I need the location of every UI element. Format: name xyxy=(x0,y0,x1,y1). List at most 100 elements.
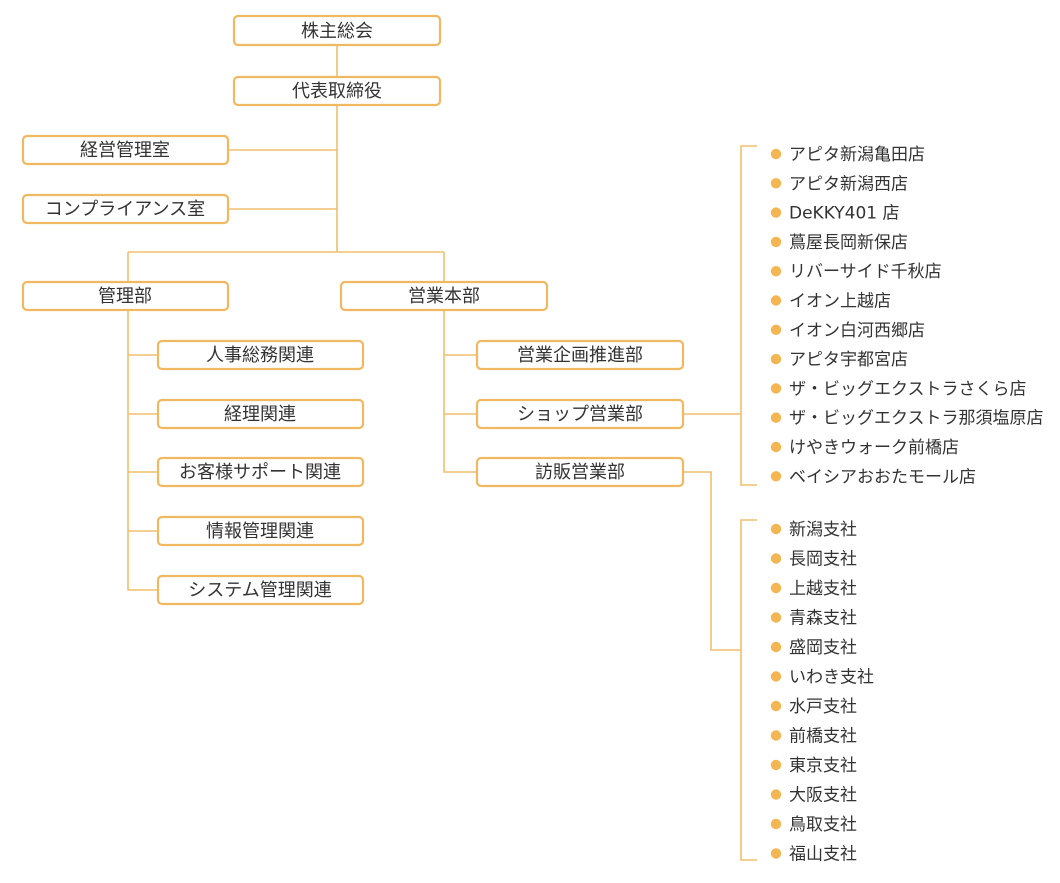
node-compliance-office-label: コンプライアンス室 xyxy=(45,199,205,220)
node-info-management-label: 情報管理関連 xyxy=(206,521,314,542)
shop-list-item: ベイシアおおたモール店 xyxy=(770,467,976,487)
branch-list-item: 新潟支社 xyxy=(770,520,857,540)
node-shop-sales-label: ショップ営業部 xyxy=(517,404,643,425)
bullet-icon xyxy=(770,236,782,248)
node-compliance-office: コンプライアンス室 xyxy=(21,193,230,225)
node-info-management: 情報管理関連 xyxy=(156,515,365,547)
bullet-icon xyxy=(770,671,782,682)
shop-list-item-label: ザ・ビッグエクストラさくら店 xyxy=(789,379,1027,399)
node-door-sales-label: 訪販営業部 xyxy=(535,462,625,483)
connector-admin-subtree xyxy=(127,310,158,591)
branch-list-item: 盛岡支社 xyxy=(770,638,857,658)
branch-list-item-label: 福山支社 xyxy=(789,845,857,865)
node-shareholders: 株主総会 xyxy=(232,14,442,47)
bullet-icon xyxy=(770,612,782,623)
node-sales-planning: 営業企画推進部 xyxy=(475,339,685,371)
bullet-icon xyxy=(770,207,782,218)
bullet-icon xyxy=(770,759,782,771)
bullet-icon xyxy=(770,266,782,277)
branch-list-item: 上越支社 xyxy=(770,579,857,599)
shop-list-item: アピタ新潟西店 xyxy=(770,174,908,194)
shop-list-item: ザ・ビッグエクストラ那須塩原店 xyxy=(770,409,1044,429)
node-hr-general-label: 人事総務関連 xyxy=(206,345,314,366)
bullet-icon xyxy=(770,412,782,423)
node-shop-sales: ショップ営業部 xyxy=(475,398,685,430)
shop-list-item-label: リバーサイド千秋店 xyxy=(789,262,942,282)
branch-list-item: 青森支社 xyxy=(770,609,857,629)
bullet-icon xyxy=(770,148,782,160)
node-sales-hq: 営業本部 xyxy=(339,280,549,312)
bullet-icon xyxy=(770,471,782,482)
shop-list-item: イオン上越店 xyxy=(770,292,891,312)
branch-list-item-label: 青森支社 xyxy=(789,609,857,629)
branch-list-item: 福山支社 xyxy=(770,845,857,865)
bullet-icon xyxy=(770,441,782,453)
bullet-icon xyxy=(770,700,782,712)
branch-list-item: 東京支社 xyxy=(770,756,857,776)
bracket-shop-list xyxy=(740,145,757,486)
shop-list-item: けやきウォーク前橋店 xyxy=(770,438,959,458)
node-customer-support: お客様サポート関連 xyxy=(156,456,365,488)
branch-list-item-label: 上越支社 xyxy=(789,579,857,599)
shop-list-item-label: ベイシアおおたモール店 xyxy=(789,467,976,487)
node-ceo: 代表取締役 xyxy=(232,75,442,107)
bracket-branch-list xyxy=(740,519,757,861)
branch-list-item: 前橋支社 xyxy=(770,727,857,747)
connector-lines xyxy=(127,45,757,861)
branch-list-item: 大阪支社 xyxy=(770,786,857,806)
shop-list-item: DeKKY401 店 xyxy=(770,204,899,224)
branch-list-item-label: 前橋支社 xyxy=(789,727,857,747)
shop-list-item-label: ザ・ビッグエクストラ那須塩原店 xyxy=(789,409,1044,429)
shop-list-item: リバーサイド千秋店 xyxy=(770,262,942,282)
bullet-icon xyxy=(770,582,782,594)
shop-list-item-label: アピタ宇都宮店 xyxy=(789,350,908,370)
bullet-icon xyxy=(770,295,782,306)
shop-list-item: アピタ宇都宮店 xyxy=(770,350,908,370)
node-management-office-label: 経営管理室 xyxy=(80,140,170,161)
shop-list-item-label: 蔦屋長岡新保店 xyxy=(789,233,908,253)
node-admin-dept-label: 管理部 xyxy=(98,286,152,307)
node-ceo-label: 代表取締役 xyxy=(292,81,382,102)
bullet-icon xyxy=(770,848,782,859)
node-customer-support-label: お客様サポート関連 xyxy=(179,462,341,483)
bullet-icon xyxy=(770,553,782,564)
branch-list-item-label: 盛岡支社 xyxy=(789,638,857,658)
node-sales-planning-label: 営業企画推進部 xyxy=(517,345,643,366)
node-sales-hq-label: 営業本部 xyxy=(408,286,480,307)
bullet-icon xyxy=(770,178,782,189)
branch-list-item-label: 大阪支社 xyxy=(789,786,857,806)
bullet-icon xyxy=(770,818,782,830)
shop-list-item: 蔦屋長岡新保店 xyxy=(770,233,908,253)
branch-list-item: 長岡支社 xyxy=(770,550,857,570)
bullet-icon xyxy=(770,789,782,800)
branch-list-item: 鳥取支社 xyxy=(770,815,857,835)
node-system-management: システム管理関連 xyxy=(156,574,365,606)
node-accounting-label: 経理関連 xyxy=(224,404,296,425)
node-accounting: 経理関連 xyxy=(156,398,365,430)
bullet-icon xyxy=(770,523,782,535)
shop-list-item: アピタ新潟亀田店 xyxy=(770,145,925,165)
bullet-icon xyxy=(770,730,782,741)
connector-sales-subtree xyxy=(443,310,477,473)
branch-list-item: いわき支社 xyxy=(770,668,874,688)
shop-list-item-label: けやきウォーク前橋店 xyxy=(789,438,959,458)
shop-list-item-label: イオン上越店 xyxy=(789,292,891,312)
branch-list-item-label: 新潟支社 xyxy=(789,520,857,540)
shop-list-item-label: アピタ新潟亀田店 xyxy=(789,145,925,165)
shop-list-item-label: アピタ新潟西店 xyxy=(789,174,908,194)
shop-list-item-label: DeKKY401 店 xyxy=(789,204,899,224)
bullet-icon xyxy=(770,324,782,335)
branch-list-item-label: 東京支社 xyxy=(789,756,857,776)
shop-list-item-label: イオン白河西郷店 xyxy=(789,321,925,341)
node-hr-general: 人事総務関連 xyxy=(156,339,365,371)
branch-list-item-label: 鳥取支社 xyxy=(789,815,857,835)
branch-list: 新潟支社長岡支社上越支社青森支社盛岡支社いわき支社水戸支社前橋支社東京支社大阪支… xyxy=(770,520,874,865)
node-system-management-label: システム管理関連 xyxy=(188,580,331,601)
node-admin-dept: 管理部 xyxy=(21,280,230,312)
branch-list-item-label: 水戸支社 xyxy=(789,697,857,717)
bullet-icon xyxy=(770,641,782,653)
bullet-icon xyxy=(770,383,782,394)
node-door-sales: 訪販営業部 xyxy=(475,456,685,488)
